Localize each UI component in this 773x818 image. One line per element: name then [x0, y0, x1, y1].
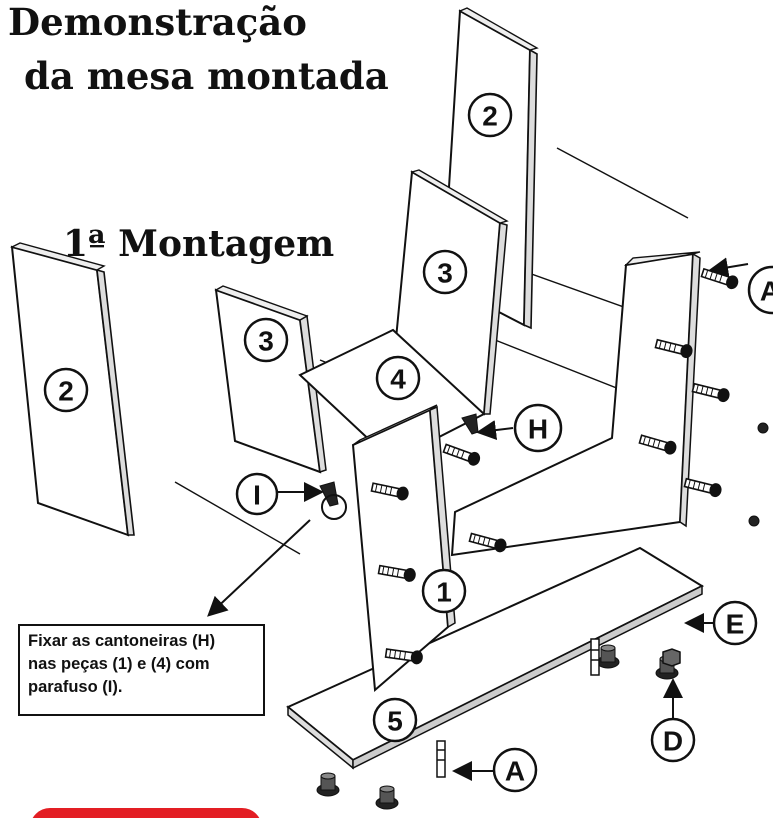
callout-H-circle	[513, 403, 563, 453]
part-labels	[43, 92, 773, 793]
note-line-2: nas peças (1) e (4) com	[28, 655, 210, 673]
part-3-left-label: 3	[258, 326, 274, 357]
base-panel-5	[286, 546, 705, 770]
part-2-left-circle	[43, 367, 89, 413]
part-3-left-circle	[243, 317, 289, 363]
part-1-label: 1	[436, 577, 452, 608]
part-1-circle	[421, 568, 467, 614]
part-5-circle	[372, 697, 418, 743]
part-2-top-circle	[467, 92, 513, 138]
instruction-note: Fixar as cantoneiras (H) nas peças (1) e…	[18, 624, 265, 716]
corner-brackets	[319, 413, 479, 507]
callout-A-top-circle	[747, 265, 773, 315]
callout-A-top-label: A	[760, 276, 773, 307]
callout-E-circle	[712, 600, 758, 646]
callout-A-bottom-circle	[492, 747, 538, 793]
part-3-upper-circle	[422, 249, 468, 295]
part-5-label: 5	[387, 706, 403, 737]
front-panel-1	[351, 404, 456, 693]
section-title: 1ª Montagem	[63, 223, 335, 265]
panel-right-frame	[450, 251, 701, 557]
callout-D-circle	[650, 717, 696, 763]
callout-arrows	[207, 257, 749, 781]
callout-A-bottom-label: A	[505, 756, 525, 787]
part-3-upper-label: 3	[437, 258, 453, 289]
red-action-button[interactable]	[30, 808, 262, 818]
panel-3-left	[214, 285, 327, 474]
page-title-line-2: da mesa montada	[24, 54, 389, 98]
nut-E	[662, 648, 681, 667]
screws-A	[436, 638, 600, 778]
callout-I-label: I	[253, 480, 261, 511]
part-2-top-label: 2	[482, 101, 498, 132]
note-line-1: Fixar as cantoneiras (H)	[28, 632, 216, 650]
callout-I-circle	[235, 472, 279, 516]
note-line-3: parafuso (I).	[28, 678, 123, 696]
part-4-circle	[375, 355, 421, 401]
page-title-line-1: Demonstração	[8, 0, 307, 44]
callout-D-label: D	[663, 726, 683, 757]
washers	[748, 303, 773, 527]
part-4-label: 4	[390, 364, 406, 395]
callout-E-label: E	[726, 609, 745, 640]
callout-H-label: H	[528, 414, 548, 445]
part-2-left-label: 2	[58, 376, 74, 407]
